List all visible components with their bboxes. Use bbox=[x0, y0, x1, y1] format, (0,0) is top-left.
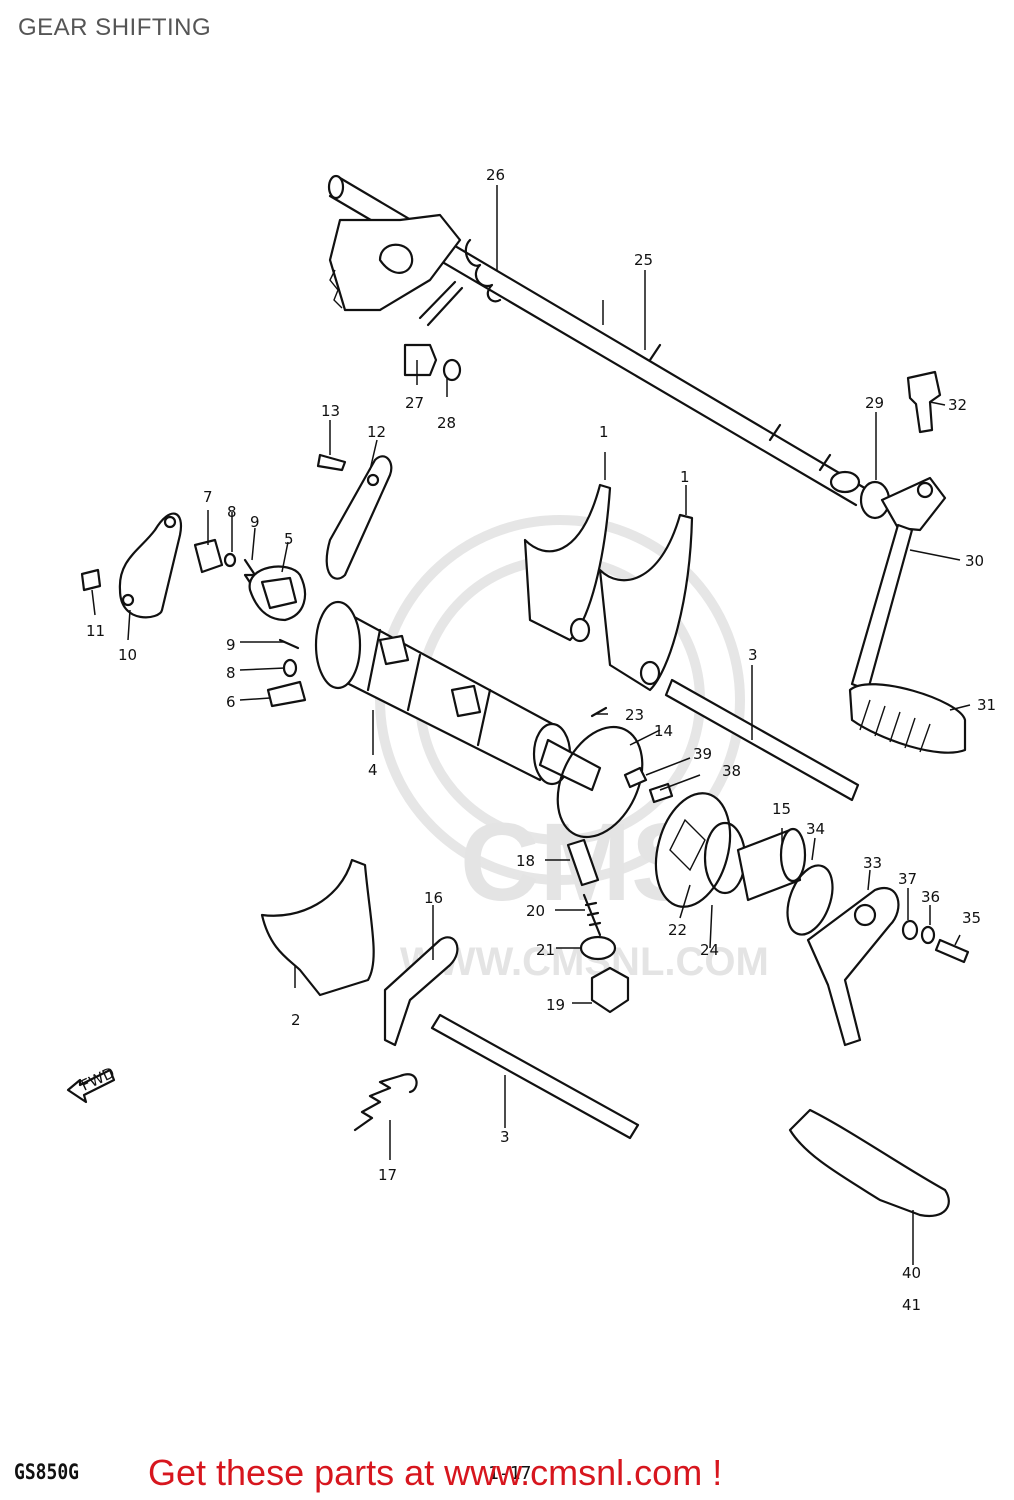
cam-stopper-plate bbox=[80, 512, 183, 619]
gearshift-shaft bbox=[327, 174, 870, 507]
callout-12: 12 bbox=[367, 423, 386, 441]
callout-21: 21 bbox=[536, 941, 555, 959]
callout-7: 7 bbox=[203, 488, 213, 506]
cam-driven-gear bbox=[654, 792, 732, 908]
callout-17: 17 bbox=[378, 1166, 397, 1184]
callout-2: 2 bbox=[291, 1011, 301, 1029]
fork-shaft-lower bbox=[430, 1013, 640, 1140]
callout-18: 18 bbox=[516, 852, 535, 870]
callout-40: 40 bbox=[902, 1264, 921, 1282]
callout-5: 5 bbox=[284, 530, 294, 548]
cam-bearing bbox=[736, 827, 807, 902]
callout-10: 10 bbox=[118, 646, 137, 664]
callout-30: 30 bbox=[965, 552, 984, 570]
callout-36: 36 bbox=[921, 888, 940, 906]
callout-6: 6 bbox=[226, 693, 236, 711]
fork-shaft-upper bbox=[664, 678, 860, 802]
shift-fork-lower bbox=[260, 858, 375, 997]
callout-38: 38 bbox=[722, 762, 741, 780]
callout-16: 16 bbox=[424, 889, 443, 907]
callout-32: 32 bbox=[948, 396, 967, 414]
callout-33: 33 bbox=[863, 854, 882, 872]
stopper-plate bbox=[316, 453, 393, 580]
callout-8a: 8 bbox=[227, 503, 237, 521]
callout-27: 27 bbox=[405, 394, 424, 412]
callout-22: 22 bbox=[668, 921, 687, 939]
cam-stopper-arm bbox=[806, 886, 970, 1047]
callout-13: 13 bbox=[321, 402, 340, 420]
model-code: GS850G bbox=[14, 1459, 80, 1486]
callout-4: 4 bbox=[368, 761, 378, 779]
stopper-bolt bbox=[403, 343, 462, 382]
callout-3b: 3 bbox=[500, 1128, 510, 1146]
leader-lines bbox=[91, 185, 971, 1265]
parts-link-banner[interactable]: Get these parts at www.cmsnl.com ! bbox=[148, 1452, 723, 1493]
callout-1b: 1 bbox=[680, 468, 690, 486]
callout-9a: 9 bbox=[250, 513, 260, 531]
cam-pawl-assembly bbox=[193, 538, 307, 708]
callout-35: 35 bbox=[962, 909, 981, 927]
gearshift-cam bbox=[314, 600, 602, 792]
callout-9b: 9 bbox=[226, 636, 236, 654]
page-reference: 1-17 bbox=[488, 1463, 532, 1484]
callout-15: 15 bbox=[772, 800, 791, 818]
callout-23: 23 bbox=[625, 706, 644, 724]
callout-labels: 1 1 2 3 3 4 5 6 7 8 8 9 9 10 11 12 13 14… bbox=[78, 166, 996, 1314]
callout-19: 19 bbox=[546, 996, 565, 1014]
shift-forks-upper bbox=[523, 483, 694, 692]
callout-8b: 8 bbox=[226, 664, 236, 682]
callout-25: 25 bbox=[634, 251, 653, 269]
cam-pin-lower bbox=[623, 766, 648, 789]
cam-pin bbox=[590, 706, 608, 718]
neutral-switch-parts bbox=[566, 838, 630, 1014]
callout-41: 41 bbox=[902, 1296, 921, 1314]
return-spring bbox=[353, 1073, 418, 1132]
callout-24: 24 bbox=[700, 941, 719, 959]
callout-26: 26 bbox=[486, 166, 505, 184]
foot-plate bbox=[788, 1108, 950, 1218]
callout-39: 39 bbox=[693, 745, 712, 763]
callout-20: 20 bbox=[526, 902, 545, 920]
callout-37: 37 bbox=[898, 870, 917, 888]
callout-28: 28 bbox=[437, 414, 456, 432]
callout-1a: 1 bbox=[599, 423, 609, 441]
retaining-ring bbox=[556, 725, 644, 839]
fwd-arrow-label: FWD bbox=[78, 1064, 117, 1095]
shift-fork-cam-follower bbox=[383, 936, 459, 1047]
callout-31: 31 bbox=[977, 696, 996, 714]
forward-arrow-icon bbox=[66, 1068, 116, 1104]
o-ring bbox=[786, 864, 834, 936]
callout-14: 14 bbox=[654, 722, 673, 740]
cam-spring bbox=[648, 782, 674, 804]
callout-29: 29 bbox=[865, 394, 884, 412]
clamp-bolt bbox=[906, 370, 942, 434]
callout-3a: 3 bbox=[748, 646, 758, 664]
gearshift-lever bbox=[848, 476, 967, 754]
callout-34: 34 bbox=[806, 820, 825, 838]
page-title: GEAR SHIFTING bbox=[18, 14, 212, 41]
callout-11: 11 bbox=[86, 622, 105, 640]
